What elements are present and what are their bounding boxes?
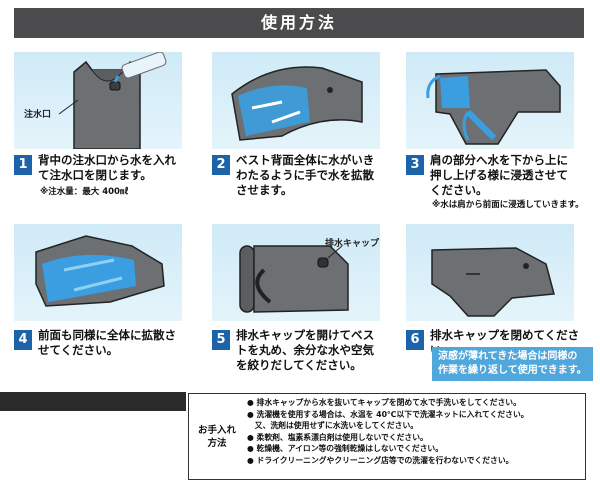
step-5-illustration [212, 224, 380, 321]
step-1-text: 背中の注水口から水を入れ て注水口を閉じます。 [38, 153, 176, 182]
step-2-number: 2 [212, 155, 230, 175]
care-item: ● 乾燥機、アイロン等の強制乾燥はしないでください。 [247, 444, 444, 454]
step-4-text: 前面も同様に全体に拡散さ せてください。 [38, 328, 176, 357]
care-list: ● 排水キャップから水を抜いてキャップを閉めて水で手洗いをしてください。 ● 洗… [247, 397, 581, 467]
step-6-number: 6 [406, 330, 424, 350]
step-5-number: 5 [212, 330, 230, 350]
care-instructions-box: お手入れ 方法 ● 排水キャップから水を抜いてキャップを閉めて水で手洗いをしてく… [188, 393, 586, 480]
step-3-number: 3 [406, 155, 424, 175]
vest-front-illustration [35, 235, 165, 307]
care-title: お手入れ 方法 [197, 424, 236, 449]
step-4-illustration [14, 224, 182, 321]
step-2-illustration [212, 52, 380, 149]
step-6-illustration [406, 224, 574, 321]
water-inlet-label: 注水口 [24, 110, 52, 120]
step-2-text: ベスト背面全体に水がいき わたるように手で水を拡散 させます。 [236, 153, 375, 197]
care-section-bar [0, 392, 186, 411]
vest-rolling-illustration [239, 245, 349, 313]
step-6-note: 涼感が薄れてきた場合は同様の 作業を繰り返して使用できます。 [432, 347, 593, 381]
step-1-illustration [14, 52, 182, 149]
step-3-illustration [406, 52, 574, 149]
vest-spread-water-illustration [231, 66, 363, 141]
vest-shoulder-illustration [426, 69, 561, 145]
step-1-number: 1 [14, 155, 32, 175]
drain-cap-label: 排水キャップ [325, 239, 380, 249]
care-item: ● 洗濯機を使用する場合は、水温を 40℃以下で洗濯ネットに入れてください。 又… [247, 409, 529, 431]
step-3-text: 肩の部分へ水を下から上に 押し上げる様に浸透させて ください。 [430, 153, 568, 197]
vest-closed-illustration [431, 247, 555, 317]
step-3-note: ※水は肩から前面に浸透していきます。 [432, 200, 584, 210]
vest-pouring-water-illustration [58, 52, 167, 149]
care-item: ● ドライクリーニングやクリーニング店等での洗濯を行わないでください。 [247, 455, 514, 465]
step-5-text: 排水キャップを開けてベス トを丸め、余分な水や空気 を絞りだしてください。 [236, 328, 375, 372]
care-item: ● 柔軟剤、塩素系漂白剤は使用しないでください。 [247, 432, 428, 442]
page-title: 使用方法 [14, 8, 584, 38]
step-4-number: 4 [14, 330, 32, 350]
step-1-note: ※注水量：最大 400㎖ [40, 187, 129, 197]
care-item: ● 排水キャップから水を抜いてキャップを閉めて水で手洗いをしてください。 [247, 398, 521, 407]
